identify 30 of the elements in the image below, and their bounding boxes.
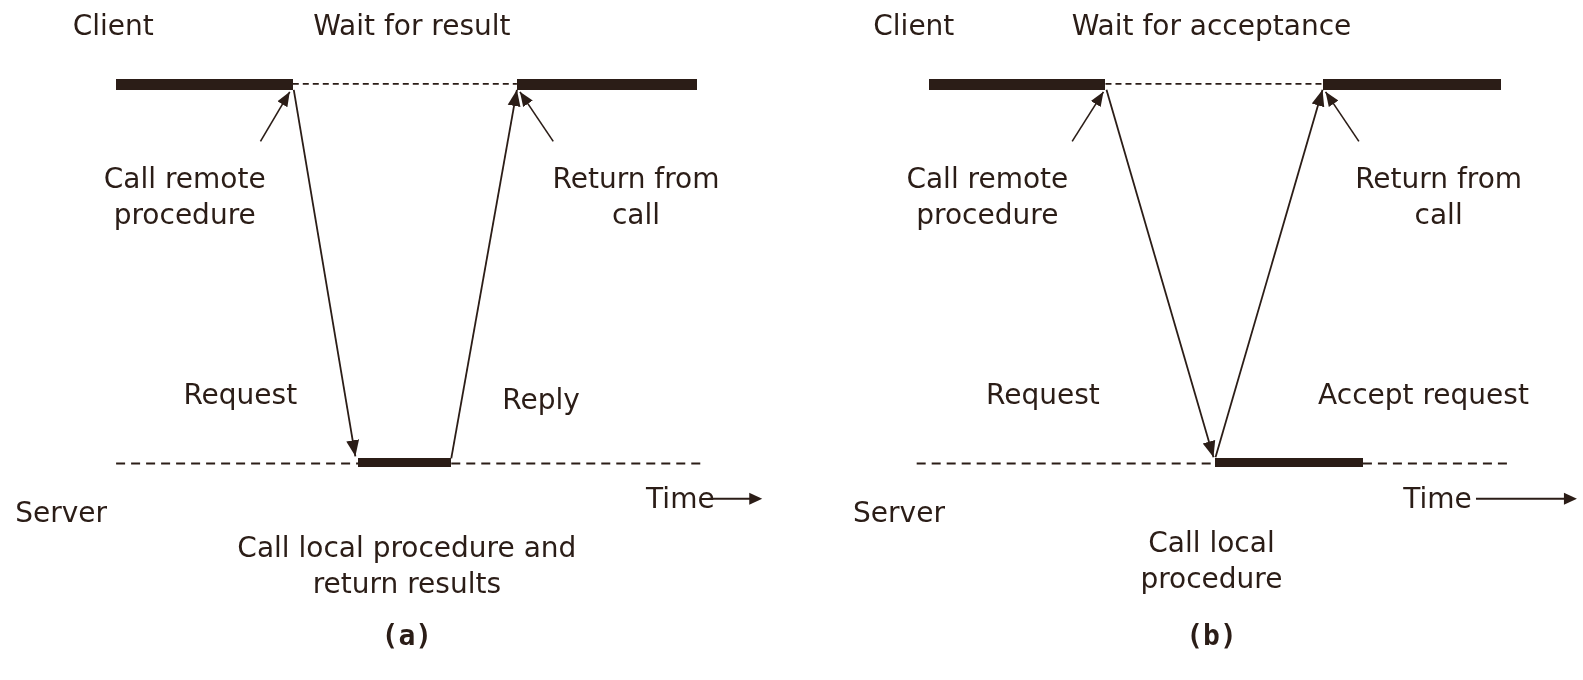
waiting-line [1104, 82, 1324, 85]
message-arrow [1214, 88, 1325, 459]
message-arrow [450, 88, 521, 460]
leader-line [1324, 91, 1360, 143]
message-arrow [1105, 88, 1216, 459]
activity-bar [1322, 78, 1502, 90]
lane-label: Client [873, 8, 955, 45]
leader-line [1071, 91, 1105, 143]
activity-bar [928, 78, 1106, 90]
waiting-line [291, 82, 518, 85]
activity-bar [116, 78, 293, 90]
activity-bar [516, 78, 697, 90]
step-label: Return from call [551, 161, 721, 234]
lane-label: Server [853, 494, 945, 531]
step-label: Return from call [1354, 161, 1524, 234]
leader-line [519, 91, 555, 143]
activity-bar [358, 458, 452, 468]
step-caption: Call local procedure and return results [236, 530, 578, 602]
lane-label: Client [72, 8, 154, 45]
lane-label: Server [15, 494, 107, 531]
axis-label: Time [1403, 480, 1472, 517]
panel-label: (a) [381, 617, 433, 654]
axis-label: Time [646, 480, 715, 517]
step-caption: Call local procedure [1139, 524, 1284, 597]
activity-bar [1214, 458, 1363, 468]
panel-label: (b) [1186, 617, 1237, 654]
message-arrow [292, 88, 360, 458]
step-label: Call remote procedure [905, 161, 1070, 234]
leader-line [259, 91, 291, 143]
step-label: Call remote procedure [102, 161, 267, 234]
